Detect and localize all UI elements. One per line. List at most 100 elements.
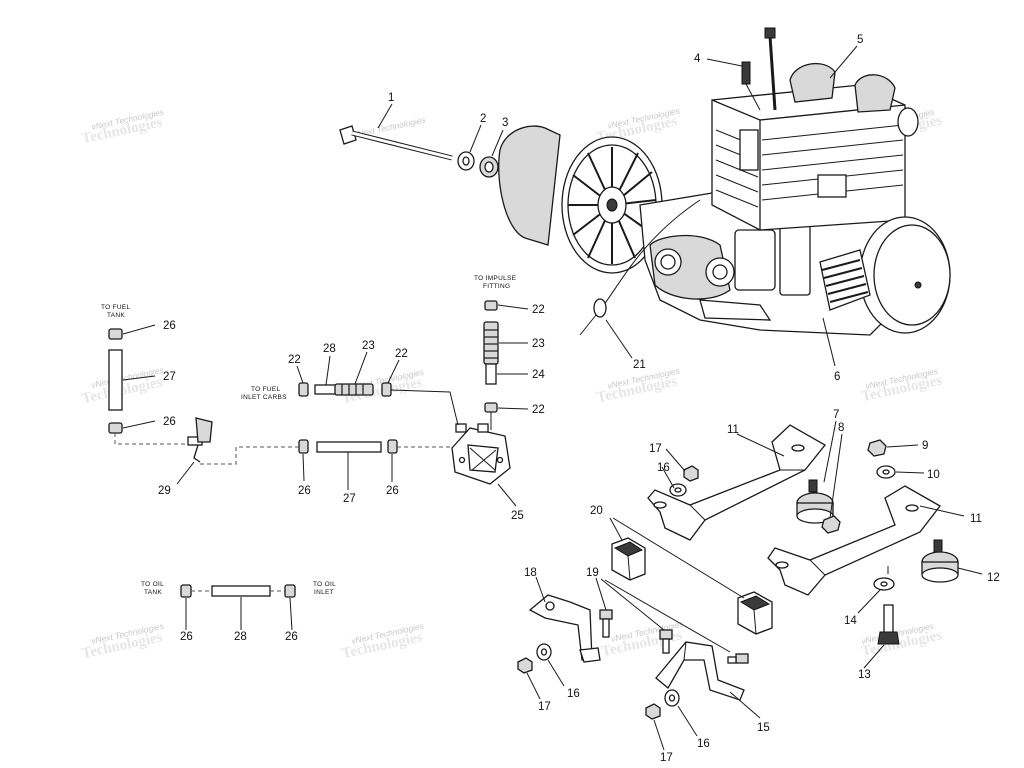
rear-engine-bracket <box>528 594 601 663</box>
callout-number: 29 <box>158 485 171 497</box>
magneto-cover <box>859 216 951 334</box>
impulse-line <box>483 300 499 430</box>
callout-number: 21 <box>633 359 646 371</box>
callout-number: 26 <box>180 631 193 643</box>
callout-number: 16 <box>697 738 710 750</box>
callout-number: 15 <box>757 722 770 734</box>
callout-number: 23 <box>362 340 375 352</box>
callout-number: 1 <box>388 92 394 104</box>
callout-number: 12 <box>987 572 1000 584</box>
bracket-bolt <box>659 629 673 654</box>
note-to-fuel-tank: TANK <box>107 312 125 319</box>
spacer <box>479 156 499 178</box>
callout-number: 16 <box>567 688 580 700</box>
fuel-system <box>108 300 511 598</box>
callout-number: 26 <box>163 416 176 428</box>
temperature-sensor <box>741 27 777 111</box>
callout-number: 22 <box>288 354 301 366</box>
clutch-bolt <box>339 125 453 161</box>
note-to-fuel-tank: TO FUEL <box>101 304 131 311</box>
callout-number: 22 <box>395 348 408 360</box>
callout-number: 27 <box>163 371 176 383</box>
fuel-shutoff-valve <box>187 417 213 463</box>
callout-number: 24 <box>532 369 545 381</box>
callout-number: 6 <box>834 371 840 383</box>
bracket-bolt <box>599 609 613 638</box>
mount-bolt <box>877 566 900 645</box>
note-to-impulse-fitting: FITTING <box>483 283 510 290</box>
callout-number: 4 <box>694 53 701 65</box>
carb-supply-line <box>298 382 459 426</box>
callout-number: 8 <box>838 422 844 434</box>
engine-mount-hardware <box>517 424 959 720</box>
leader-lines <box>122 45 983 751</box>
callout-number: 11 <box>970 513 982 525</box>
callout-number: 17 <box>660 752 673 764</box>
callout-number: 28 <box>323 343 336 355</box>
note-to-oil-tank: TO OIL <box>141 581 164 588</box>
oil-line <box>180 584 296 598</box>
line-destination-notes: TO IMPULSE FITTING TO FUEL TANK TO FUEL … <box>101 275 517 596</box>
callout-number: 26 <box>298 485 311 497</box>
callout-numbers: 1 2 3 4 5 6 7 8 9 10 11 11 12 13 14 15 1… <box>158 34 1000 764</box>
callout-number: 14 <box>844 615 857 627</box>
engine-mount-bracket <box>767 485 941 596</box>
note-to-oil-tank: TANK <box>144 589 162 596</box>
hex-nut <box>645 703 661 720</box>
callout-number: 19 <box>586 567 599 579</box>
bracket-bolt <box>727 653 749 664</box>
callout-number: 22 <box>532 404 545 416</box>
callout-number: 3 <box>502 117 508 129</box>
callout-number: 22 <box>532 304 545 316</box>
callout-number: 25 <box>511 510 524 522</box>
fuel-pump-supply-line <box>200 439 452 465</box>
callout-number: 26 <box>285 631 298 643</box>
callout-number: 27 <box>343 493 356 505</box>
spark-plug-caps <box>789 62 919 137</box>
hex-nut <box>517 657 533 674</box>
flat-washer <box>876 465 896 479</box>
note-to-oil-inlet: INLET <box>314 589 334 596</box>
note-to-fuel-inlet-carbs: INLET CARBS <box>241 394 287 401</box>
hex-nut <box>683 465 699 482</box>
callout-number: 13 <box>858 669 871 681</box>
callout-number: 26 <box>163 320 176 332</box>
lock-nut <box>821 515 841 534</box>
callout-number: 11 <box>727 424 739 436</box>
snubber-block <box>737 591 773 635</box>
callout-number: 23 <box>532 338 545 350</box>
note-to-impulse-fitting: TO IMPULSE <box>474 275 517 282</box>
callout-number: 2 <box>480 113 486 125</box>
front-engine-bracket <box>655 641 745 701</box>
fuel-tank-line <box>108 328 190 445</box>
callout-number: 10 <box>927 469 940 481</box>
cylinder-block <box>711 84 906 231</box>
callout-number: 26 <box>386 485 399 497</box>
engine-assembly <box>339 27 951 336</box>
callout-number: 17 <box>538 701 551 713</box>
engine-mount-bracket <box>647 424 826 541</box>
lock-nut <box>867 439 887 457</box>
lock-washer <box>664 689 680 707</box>
callout-number: 20 <box>590 505 603 517</box>
note-to-oil-inlet: TO OIL <box>313 581 336 588</box>
flat-washer <box>873 577 895 591</box>
note-to-fuel-inlet-carbs: TO FUEL <box>251 386 281 393</box>
drive-clutch <box>498 125 663 274</box>
recoil-starter-housing <box>819 249 871 311</box>
callout-number: 5 <box>857 34 863 46</box>
callout-number: 28 <box>234 631 247 643</box>
callout-number: 18 <box>524 567 537 579</box>
lock-washer <box>536 643 552 661</box>
fuel-pump <box>451 423 511 485</box>
rubber-engine-mount <box>796 479 834 524</box>
rubber-engine-mount <box>921 539 959 583</box>
callout-number: 7 <box>833 409 839 421</box>
callout-number: 9 <box>922 440 928 452</box>
callout-number: 17 <box>649 443 662 455</box>
callout-number: 16 <box>657 462 670 474</box>
washer <box>457 151 475 171</box>
throttle-cable <box>579 199 701 336</box>
snubber-block <box>611 537 646 581</box>
